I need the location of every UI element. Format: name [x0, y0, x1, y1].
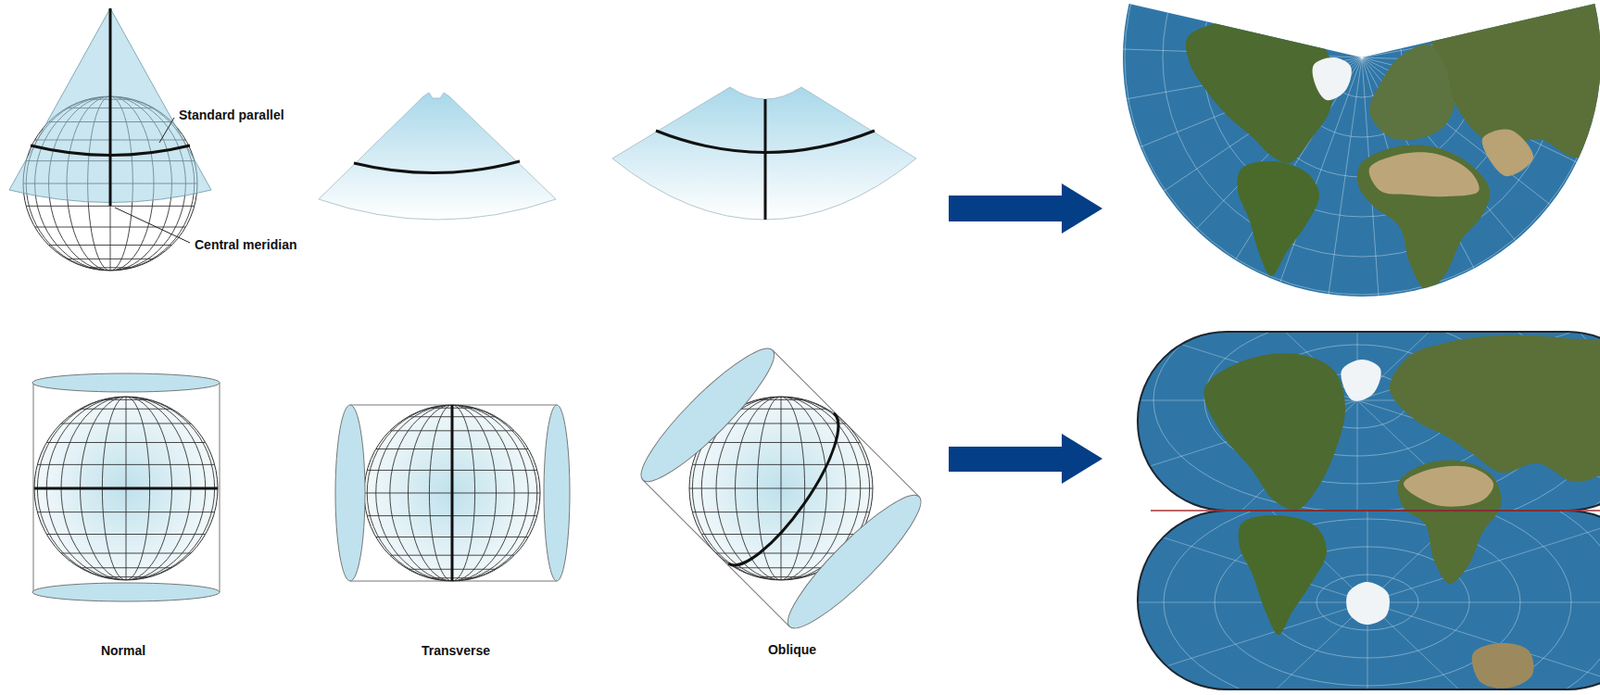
map-meridian	[1367, 602, 1600, 604]
globe-outline	[364, 404, 541, 581]
land-group	[1185, 0, 1600, 291]
land-mass	[1340, 359, 1381, 402]
meridian-line	[366, 404, 538, 581]
cone-sheet	[612, 87, 917, 220]
central-meridian-line	[109, 8, 113, 206]
map-meridian	[1367, 602, 1553, 690]
unrolled-cone	[318, 92, 556, 220]
projection-caption: Transverse	[421, 642, 491, 658]
tangent-line	[451, 404, 454, 581]
land-mass	[1312, 57, 1352, 101]
land-mass	[1398, 510, 1502, 584]
part-label: Central meridian	[194, 237, 297, 252]
land-mass	[1185, 19, 1336, 164]
cylinder-end	[32, 582, 220, 602]
cylinder-end	[32, 373, 220, 392]
map-meridian	[1357, 400, 1359, 511]
normal-cylinder	[32, 373, 220, 602]
oblique-cylinder	[628, 335, 934, 642]
land-mass	[1472, 642, 1535, 689]
map-meridian	[1137, 602, 1368, 604]
land-mass	[1369, 151, 1480, 197]
arrow-shaft	[948, 446, 1064, 472]
tangent-line	[34, 487, 218, 491]
meridian-line	[716, 396, 846, 580]
arrow-head	[1061, 183, 1103, 234]
map-parallel	[1137, 331, 1600, 511]
central-meridian-line	[764, 99, 768, 220]
graticule	[364, 404, 541, 581]
cylinder-end	[335, 404, 366, 581]
land-mass	[1346, 581, 1390, 625]
land-mass	[1482, 128, 1534, 177]
arrow-shaft	[948, 195, 1064, 222]
cone-sheet	[318, 92, 556, 220]
arrow	[948, 433, 1103, 484]
map-content	[1137, 331, 1600, 511]
land-mass	[1389, 335, 1600, 482]
meridian-line	[390, 404, 515, 581]
land-mass	[1398, 459, 1502, 511]
land-group	[1238, 510, 1535, 689]
meridian-line	[408, 404, 497, 581]
transverse-cylinder	[335, 404, 570, 581]
land-mass	[1238, 515, 1327, 635]
arrow-head	[1061, 433, 1103, 484]
projection-caption: Oblique	[768, 642, 817, 657]
projection-caption: Normal	[100, 642, 146, 658]
leader-line	[159, 117, 175, 143]
parallel-line	[34, 488, 218, 490]
arrow	[948, 183, 1103, 234]
oblique-world-map	[986, 196, 1600, 695]
cone	[9, 8, 212, 243]
map-outline	[1137, 510, 1600, 690]
meridian-line	[452, 404, 454, 581]
land-mass	[1357, 144, 1491, 291]
map-ocean	[1137, 510, 1600, 690]
cylinder-end	[775, 482, 934, 642]
map-meridian	[1367, 602, 1600, 690]
map-meridian	[1367, 510, 1553, 603]
map-parallel	[1137, 510, 1600, 690]
conic-world-map	[1083, 0, 1600, 335]
meridian-line	[756, 396, 805, 580]
cylinder-ends	[628, 335, 934, 642]
globe	[364, 404, 541, 581]
globe-sphere	[34, 396, 218, 580]
meridian-line	[781, 396, 782, 580]
cylinder-end	[628, 335, 787, 494]
unrolled-cone	[612, 87, 917, 220]
map-parallel	[1137, 510, 1600, 690]
land-mass	[1203, 352, 1346, 510]
land-mass	[1403, 466, 1494, 507]
map-meridian	[1137, 602, 1368, 690]
globe-outline	[34, 396, 218, 580]
globe-sphere	[364, 404, 541, 581]
meridian-line	[428, 404, 475, 581]
standard-parallel-line	[353, 161, 520, 174]
cylinder-body	[642, 350, 920, 627]
map-content	[1137, 510, 1600, 690]
map-content	[1083, 0, 1600, 335]
leader-line	[114, 207, 190, 243]
land-mass	[1237, 161, 1320, 277]
graticule	[34, 396, 218, 580]
tangent-line	[728, 413, 839, 566]
globe	[34, 396, 218, 580]
cylinder-side	[219, 382, 221, 593]
meridian-line	[376, 404, 530, 581]
cylinder-side	[33, 382, 35, 593]
cylinder-end	[543, 404, 570, 581]
part-label: Standard parallel	[178, 107, 285, 123]
land-group	[1203, 335, 1600, 511]
map-outline	[1137, 331, 1600, 511]
map-divide	[1150, 509, 1600, 512]
